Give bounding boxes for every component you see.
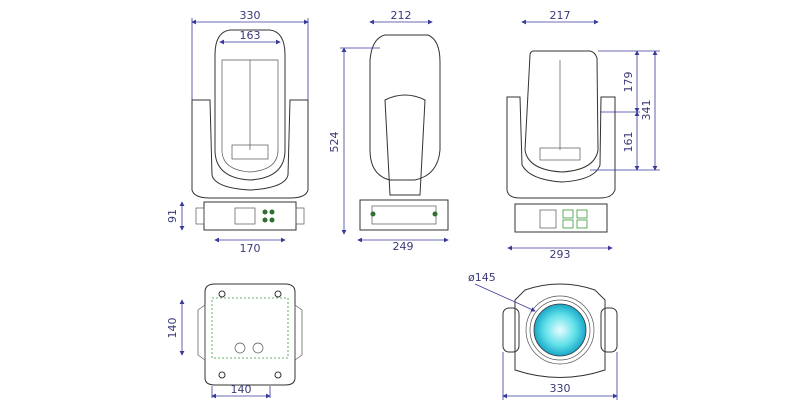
top-view: ø145 330 <box>468 271 618 400</box>
dim-side-height: 524 <box>328 132 341 153</box>
dim-rear-width: 217 <box>550 9 571 22</box>
dim-front-base-height: 91 <box>166 209 179 223</box>
dim-front-width: 330 <box>240 9 261 22</box>
dim-front-head-width: 163 <box>240 29 261 42</box>
dim-rear-lower: 161 <box>622 132 635 153</box>
dim-rear-base-width: 293 <box>550 248 571 261</box>
dim-side-depth: 212 <box>391 9 412 22</box>
bottom-view: 140 140 <box>166 283 303 399</box>
dim-rear-head-height: 341 <box>640 100 653 121</box>
dim-top-width: 330 <box>550 382 571 395</box>
dim-side-base-depth: 249 <box>393 240 414 253</box>
dim-rear-upper: 179 <box>622 72 635 93</box>
front-view: 330 163 91 170 <box>166 9 309 255</box>
dim-bottom-height: 140 <box>166 318 179 339</box>
dim-lens-diameter: ø145 <box>468 271 496 284</box>
rear-view: 217 179 161 341 293 <box>506 9 660 261</box>
dim-front-base-width: 170 <box>240 242 261 255</box>
lens <box>533 303 587 357</box>
dim-bottom-width: 140 <box>231 383 252 396</box>
side-view: 212 524 249 <box>328 9 449 253</box>
